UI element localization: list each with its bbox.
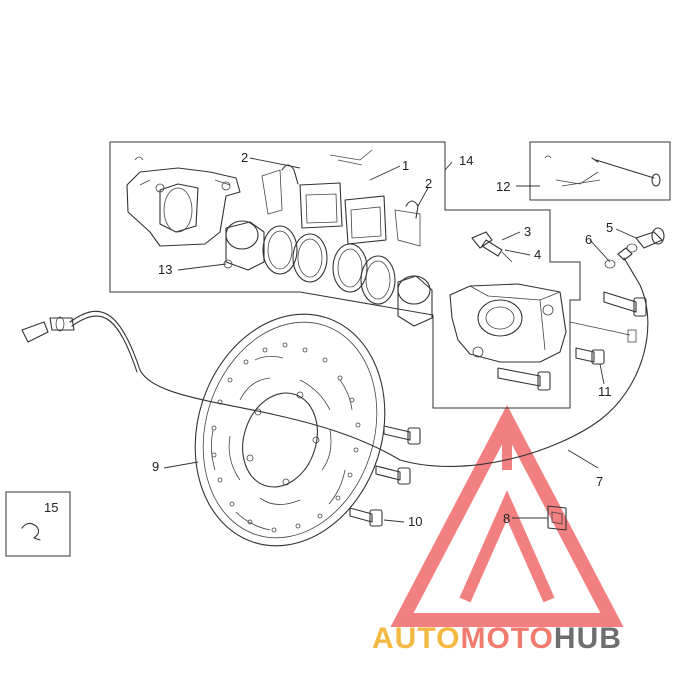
- callout-1: 1: [402, 158, 409, 173]
- callout-14: 14: [459, 153, 473, 168]
- caliper-body: [449, 283, 567, 363]
- brake-hose: [21, 257, 649, 467]
- callout-4: 4: [534, 247, 541, 262]
- banjo-bolt: [604, 227, 665, 269]
- logo-word-auto: AUTO: [372, 622, 460, 655]
- box-12: [529, 141, 671, 201]
- spring-clip: [21, 522, 41, 541]
- box-15: [5, 491, 71, 557]
- callout-3: 3: [524, 224, 531, 239]
- callout-12: 12: [496, 179, 510, 194]
- piston-seal-set: [223, 220, 433, 327]
- leader-lines: [163, 157, 637, 523]
- bleed-screw: [471, 231, 513, 263]
- callout-2a: 2: [241, 150, 248, 165]
- callout-7: 7: [596, 474, 603, 489]
- disc-bolts: [349, 425, 421, 527]
- callout-15: 15: [44, 500, 58, 515]
- assembly-frame-14: [109, 141, 581, 409]
- caliper-bolts: [497, 291, 647, 391]
- pad-pin-and-clip: [544, 155, 661, 187]
- caliper-bracket: [126, 156, 241, 247]
- callout-6: 6: [585, 232, 592, 247]
- callout-13: 13: [158, 262, 172, 277]
- callout-9: 9: [152, 459, 159, 474]
- callout-2b: 2: [425, 176, 432, 191]
- logo-word-moto: MOTO: [460, 622, 553, 655]
- hose-clip: [547, 505, 567, 531]
- brake-pads: [261, 149, 421, 247]
- svg-text:AUTOMOTOHUB: AUTOMOTOHUB: [372, 622, 622, 655]
- callout-8: 8: [503, 511, 510, 526]
- callout-5: 5: [606, 220, 613, 235]
- callout-11: 11: [598, 384, 612, 399]
- brake-disc: [194, 313, 386, 547]
- logo-word-hub: HUB: [554, 622, 622, 655]
- watermark-wordmark: AUTOMOTOHUB: [372, 622, 622, 655]
- callout-10: 10: [408, 514, 422, 529]
- watermark-logo-mark: [390, 404, 624, 627]
